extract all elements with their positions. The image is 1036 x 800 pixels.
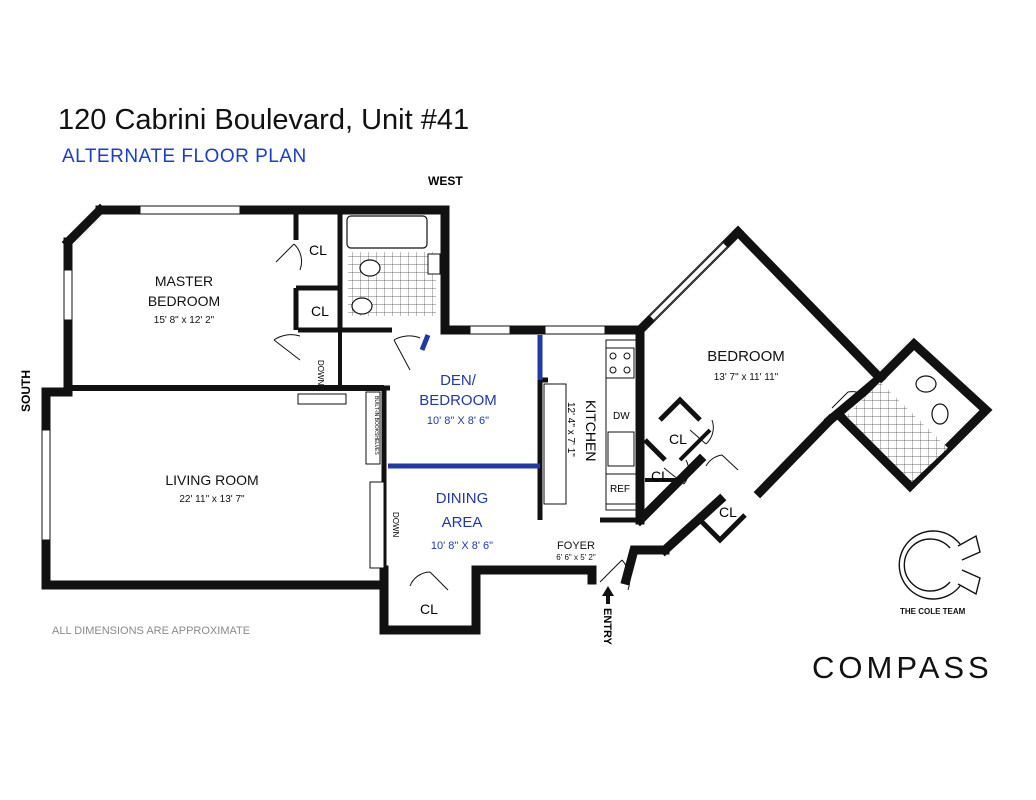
closet-label-master-top: CL	[309, 242, 327, 258]
kitchen-sink	[607, 431, 635, 467]
windows	[41, 205, 728, 541]
kitchen-dims: 12' 4" x 7' 1"	[565, 402, 576, 457]
second-bath-sink	[915, 375, 937, 393]
closet-label-foyer: CL	[651, 468, 669, 484]
compass-logo: COMPASS	[812, 650, 993, 685]
living-room-dims: 22' 11" x 13' 7"	[179, 494, 245, 505]
doors	[273, 243, 873, 591]
bookshelves-label: BUILT-IN BOOKSHELVES	[373, 396, 379, 455]
dining-label-1: DINING	[436, 490, 489, 507]
den-label-1: DEN/	[440, 372, 477, 389]
plan-subtitle: ALTERNATE FLOOR PLAN	[62, 146, 307, 167]
entry-arrow-icon	[602, 586, 614, 604]
master-bedroom-dims: 15' 8" x 12' 2"	[154, 315, 215, 326]
closet-label-hall: CL	[669, 431, 687, 447]
blue-partitions	[388, 334, 543, 469]
steps-left	[369, 481, 385, 569]
address-title: 120 Cabrini Boulevard, Unit #41	[58, 104, 470, 136]
closet-label-dining: CL	[420, 601, 438, 617]
down-label-hall: DOWN	[316, 360, 325, 386]
second-bath-floor	[846, 382, 948, 482]
room-labels: MASTER BEDROOM 15' 8" x 12' 2" LIVING RO…	[148, 273, 785, 562]
foyer-dims: 6' 6" x 5' 2"	[556, 553, 596, 562]
toilet	[359, 259, 381, 277]
den-dims: 10' 8" X 8' 6"	[427, 415, 489, 427]
built-in-bookshelves	[365, 391, 381, 465]
down-label-dining: DOWN	[391, 512, 400, 538]
sink	[351, 297, 373, 315]
cole-team-logo-icon	[898, 530, 981, 600]
dining-label-2: AREA	[442, 514, 483, 531]
closet-label-master-bottom: CL	[311, 303, 329, 319]
dimensions-note: ALL DIMENSIONS ARE APPROXIMATE	[52, 625, 251, 637]
second-bath-toilet	[931, 403, 949, 425]
south-label: SOUTH	[19, 370, 33, 412]
interior-walls	[68, 212, 747, 580]
dining-dims: 10' 8" X 8' 6"	[431, 540, 493, 552]
foyer-label: FOYER	[557, 540, 595, 552]
bathtub	[346, 215, 428, 249]
entry-label: ENTRY	[601, 608, 613, 646]
bedroom-label: BEDROOM	[707, 348, 785, 365]
den-label-2: BEDROOM	[419, 392, 497, 409]
closet-labels: CL CL CL CL CL CL	[309, 242, 737, 617]
kitchen-label: KITCHEN	[583, 400, 599, 461]
dw-label: DW	[613, 411, 630, 422]
kitchen-island	[543, 383, 567, 505]
cole-team-label: THE COLE TEAM	[900, 607, 966, 616]
living-room-label: LIVING ROOM	[165, 472, 258, 488]
master-bedroom-label-2: BEDROOM	[148, 293, 220, 309]
master-bedroom-label-1: MASTER	[155, 273, 213, 289]
closet-label-bedroom: CL	[719, 504, 737, 520]
stove	[605, 347, 635, 379]
ref-label: REF	[610, 484, 630, 495]
refrigerator	[605, 473, 637, 505]
west-label: WEST	[428, 174, 463, 188]
bedroom-dims: 13' 7" x 11' 11"	[714, 372, 779, 383]
